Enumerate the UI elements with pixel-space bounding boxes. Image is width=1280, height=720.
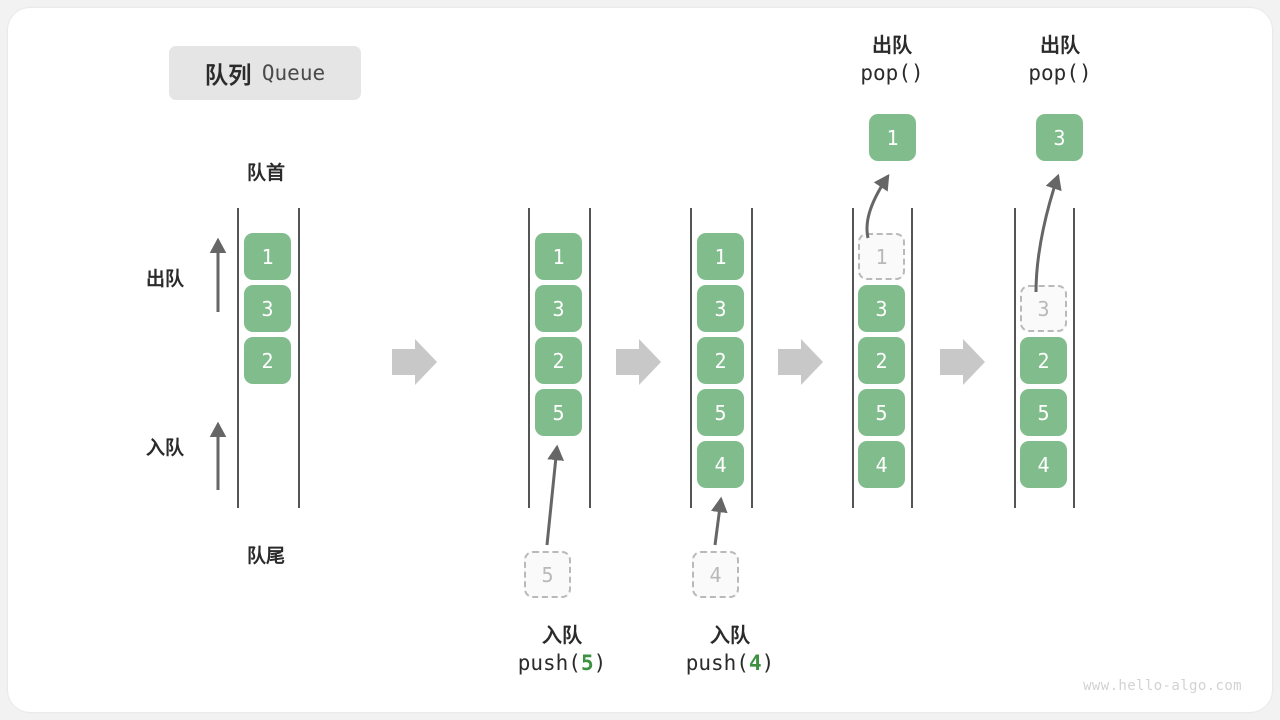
pop-3-operation-label: 出队 pop(): [1028, 31, 1091, 89]
queue-rear-label: 队尾: [246, 545, 286, 567]
push-4-fn-end: ): [761, 651, 775, 676]
pop-1-cn: 出队: [872, 33, 912, 57]
title-cn: 队列: [204, 63, 252, 89]
incoming-element-ghost: 5: [524, 551, 571, 598]
incoming-element-ghost: 4: [692, 551, 739, 598]
push-4-operation-label: 入队 push(4): [686, 621, 775, 679]
queue-cell: 2: [535, 337, 582, 384]
popped-element: 1: [869, 114, 916, 161]
push-5-cn: 入队: [542, 623, 582, 647]
queue-cell: 1: [244, 233, 291, 280]
push-4-fn: push(: [685, 651, 749, 676]
queue-rail-right-3: [751, 208, 753, 508]
queue-cell: 3: [697, 285, 744, 332]
push-5-fn: push(: [517, 651, 581, 676]
queue-front-label: 队首: [246, 162, 286, 184]
queue-cell: 3: [535, 285, 582, 332]
queue-rail-right-4: [911, 208, 913, 508]
push-5-operation-label: 入队 push(5): [518, 621, 607, 679]
pop-3-cn: 出队: [1040, 33, 1080, 57]
queue-rail-left-4: [852, 208, 854, 508]
watermark: www.hello-algo.com: [1083, 678, 1242, 694]
queue-cell: 5: [697, 389, 744, 436]
push-5-code: push(5): [518, 649, 607, 679]
queue-cell: 5: [1020, 389, 1067, 436]
queue-rail-right-1: [298, 208, 300, 508]
push-5-value: 5: [580, 651, 594, 676]
queue-cell: 3: [244, 285, 291, 332]
dequeue-direction-label: 出队: [146, 268, 185, 290]
queue-cell: 1: [697, 233, 744, 280]
popped-element: 3: [1036, 114, 1083, 161]
queue-cell: 2: [858, 337, 905, 384]
push-4-code: push(4): [686, 649, 775, 679]
push-4-cn: 入队: [710, 623, 750, 647]
pop-3-code: pop(): [1028, 61, 1092, 86]
queue-rail-right-2: [589, 208, 591, 508]
queue-cell: 1: [535, 233, 582, 280]
pop-1-operation-label: 出队 pop(): [860, 31, 923, 89]
queue-rail-left-2: [528, 208, 530, 508]
queue-cell: 2: [244, 337, 291, 384]
queue-cell: 5: [535, 389, 582, 436]
queue-rail-right-5: [1073, 208, 1075, 508]
queue-cell: 4: [697, 441, 744, 488]
push-4-value: 4: [748, 651, 762, 676]
enqueue-direction-label: 入队: [146, 437, 185, 459]
queue-rail-left-3: [690, 208, 692, 508]
push-5-fn-end: ): [593, 651, 607, 676]
queue-cell: 2: [697, 337, 744, 384]
queue-cell: 4: [1020, 441, 1067, 488]
diagram-card: [8, 8, 1272, 712]
queue-cell: 4: [858, 441, 905, 488]
queue-cell: 5: [858, 389, 905, 436]
popped-slot-ghost: 1: [858, 233, 905, 280]
queue-rail-left-1: [237, 208, 239, 508]
title-badge: 队列 Queue: [169, 46, 361, 100]
title-en: Queue: [261, 61, 326, 85]
pop-1-code: pop(): [860, 61, 924, 86]
queue-rail-left-5: [1014, 208, 1016, 508]
queue-cell: 2: [1020, 337, 1067, 384]
queue-cell: 3: [858, 285, 905, 332]
popped-slot-ghost: 3: [1020, 285, 1067, 332]
